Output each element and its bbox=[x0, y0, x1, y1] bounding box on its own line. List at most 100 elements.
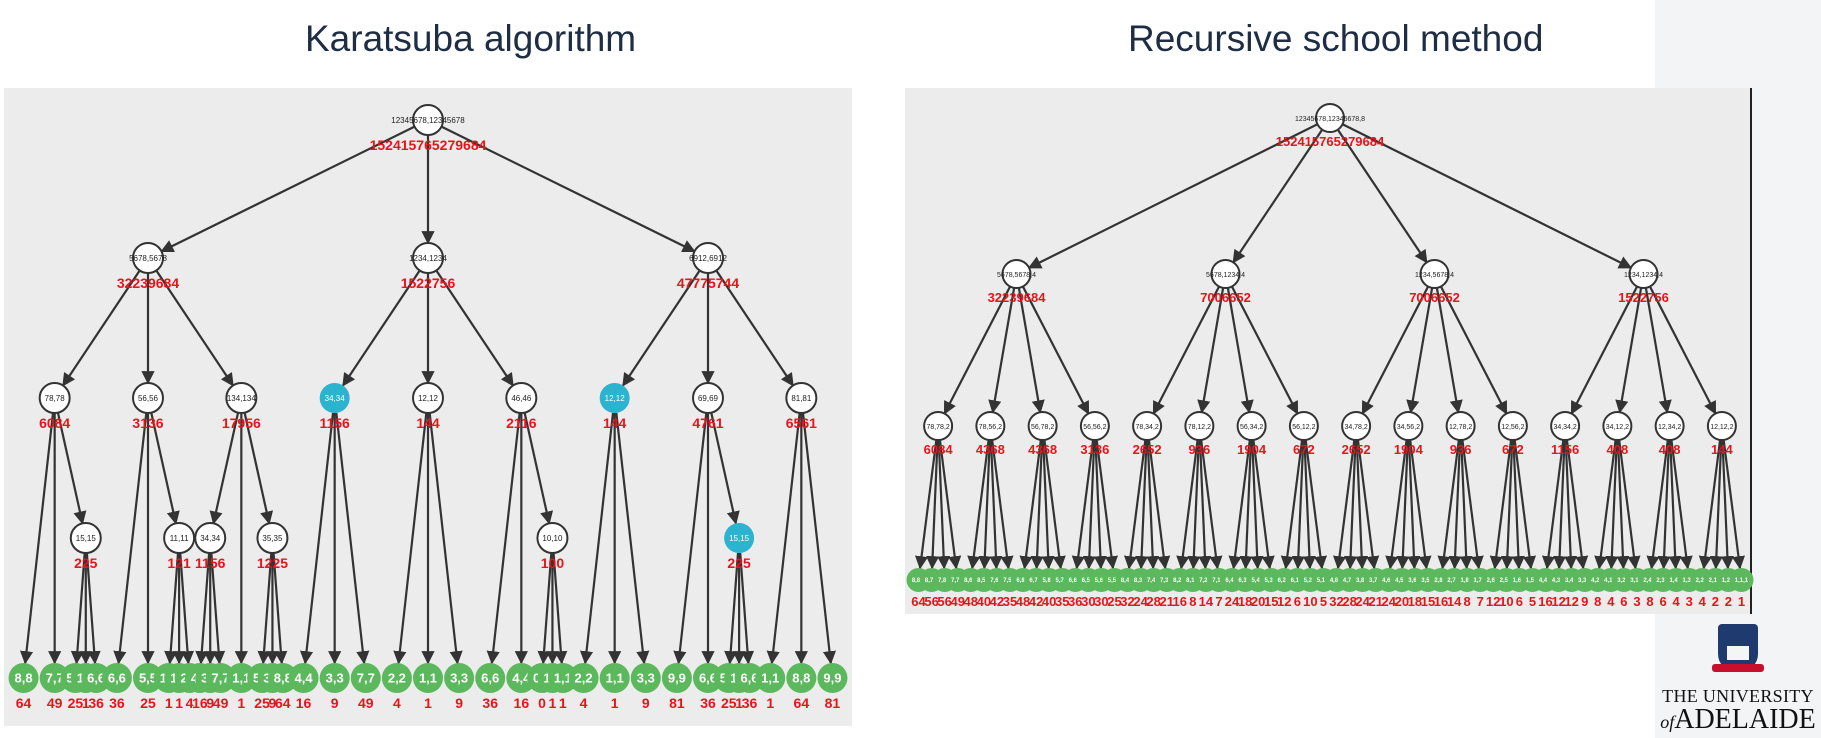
node-label: 46,46 bbox=[511, 394, 532, 403]
tree-node bbox=[1393, 411, 1424, 441]
node-result: 1 bbox=[611, 695, 619, 711]
node-result: 12 bbox=[1486, 594, 1500, 609]
node-result: 14 bbox=[1447, 594, 1462, 609]
logo-line-adelaide: ofADELAIDE bbox=[1660, 704, 1816, 735]
node-result: 4 bbox=[580, 695, 588, 711]
leaf-node bbox=[413, 663, 443, 693]
tree-edge bbox=[1646, 439, 1669, 570]
tree-edge bbox=[1396, 439, 1410, 570]
node-label: 5678,5678,4 bbox=[997, 272, 1036, 279]
node-label: 2,2 bbox=[388, 671, 406, 686]
tree-node bbox=[1236, 411, 1267, 441]
tree-node bbox=[69, 522, 102, 554]
node-label: 3,3 bbox=[326, 671, 344, 686]
node-result: 14 bbox=[1199, 594, 1214, 609]
tree-edge bbox=[1565, 439, 1589, 570]
leaf-node bbox=[734, 663, 765, 693]
node-result: 4 bbox=[1607, 594, 1615, 609]
node-label: 3,7,1 bbox=[1369, 578, 1383, 584]
node-label: 1,1 bbox=[761, 671, 779, 686]
highlighted-node bbox=[319, 383, 350, 413]
tree-node bbox=[1628, 259, 1659, 289]
tree-edge bbox=[1019, 439, 1042, 570]
node-label: 3,3 bbox=[450, 671, 468, 686]
node-result: 1156 bbox=[1551, 442, 1579, 457]
node-label: 6,6 bbox=[108, 671, 126, 686]
tree-edge bbox=[1459, 439, 1473, 570]
tree-edge bbox=[926, 439, 940, 570]
node-result: 18 bbox=[1238, 594, 1252, 609]
leaf-node bbox=[786, 663, 817, 693]
tree-edge bbox=[1017, 287, 1045, 414]
tree-edge bbox=[1187, 439, 1201, 570]
node-result: 3136 bbox=[132, 415, 163, 431]
tree-edge bbox=[710, 412, 740, 525]
node-result: 3 bbox=[1686, 594, 1693, 609]
tree-node bbox=[692, 242, 724, 274]
node-label: 3,8,1 bbox=[1356, 578, 1370, 584]
leaf-node bbox=[381, 663, 412, 693]
node-result: 36 bbox=[88, 695, 104, 711]
tree-edge bbox=[937, 439, 951, 570]
node-result: 2652 bbox=[1133, 442, 1162, 457]
tree-edge bbox=[1489, 439, 1513, 570]
tree-node bbox=[1079, 411, 1110, 441]
tree-node bbox=[1001, 259, 1032, 289]
node-result: 49 bbox=[950, 594, 964, 609]
node-result: 408 bbox=[1659, 442, 1681, 457]
node-label: 5,4,1 bbox=[1251, 578, 1265, 584]
tree-edge bbox=[1435, 287, 1463, 414]
tree-edge bbox=[1618, 439, 1641, 570]
node-result: 24 bbox=[1355, 594, 1370, 609]
tree-edge bbox=[579, 412, 615, 665]
tree-node bbox=[1445, 411, 1476, 441]
node-label: 78,34,2 bbox=[1135, 424, 1158, 431]
tree-edge bbox=[715, 269, 794, 387]
tree-node bbox=[225, 382, 258, 414]
tree-edge bbox=[1668, 439, 1682, 570]
node-label: 7,4,1 bbox=[1147, 578, 1161, 584]
node-label: 7,2,1 bbox=[1199, 578, 1213, 584]
tree-edge bbox=[164, 552, 180, 665]
node-result: 18 bbox=[1408, 594, 1422, 609]
node-result: 408 bbox=[1607, 442, 1629, 457]
node-result: 6 bbox=[1620, 594, 1627, 609]
node-result: 36 bbox=[1068, 594, 1082, 609]
node-result: 35 bbox=[1003, 594, 1017, 609]
node-result: 24 bbox=[1133, 594, 1148, 609]
tree-node bbox=[1654, 411, 1685, 441]
tree-edge bbox=[1355, 439, 1369, 570]
node-result: 25 bbox=[140, 695, 156, 711]
tree-edge bbox=[428, 412, 463, 665]
node-label: 2,1,1 bbox=[1709, 578, 1723, 584]
tree-node bbox=[412, 382, 444, 414]
node-label: 3,3 bbox=[637, 671, 655, 686]
node-label: 4,6,1 bbox=[1382, 578, 1396, 584]
school-method-tree: 12345678,12345678,81524157652796845678,5… bbox=[906, 103, 1754, 609]
node-result: 12 bbox=[1551, 594, 1565, 609]
node-result: 9 bbox=[642, 695, 650, 711]
node-result: 8 bbox=[1464, 594, 1471, 609]
tree-edge bbox=[1553, 439, 1567, 570]
node-result: 36 bbox=[109, 695, 125, 711]
node-label: 78,78,2 bbox=[926, 424, 949, 431]
node-result: 4 bbox=[1699, 594, 1707, 609]
node-label: 56,78,2 bbox=[1031, 424, 1054, 431]
node-label: 35,35 bbox=[262, 534, 283, 543]
node-label: 8,2,1 bbox=[1173, 578, 1187, 584]
node-label: 6,6 bbox=[481, 671, 499, 686]
node-label: 4,7,1 bbox=[1343, 578, 1357, 584]
node-result: 7006652 bbox=[1409, 290, 1460, 305]
tree-edge bbox=[991, 439, 1014, 570]
node-label: 5,2,1 bbox=[1304, 578, 1318, 584]
tree-edge bbox=[1616, 439, 1630, 570]
node-result: 9 bbox=[1581, 594, 1588, 609]
tree-edge bbox=[914, 439, 938, 570]
leaf-node bbox=[506, 663, 537, 693]
node-result: 8 bbox=[1594, 594, 1601, 609]
node-result: 225 bbox=[74, 555, 98, 571]
tree-edge bbox=[1594, 439, 1617, 570]
node-result: 8 bbox=[1189, 594, 1196, 609]
leaf-node bbox=[319, 663, 350, 693]
node-label: 1,1,1 bbox=[1735, 578, 1749, 584]
